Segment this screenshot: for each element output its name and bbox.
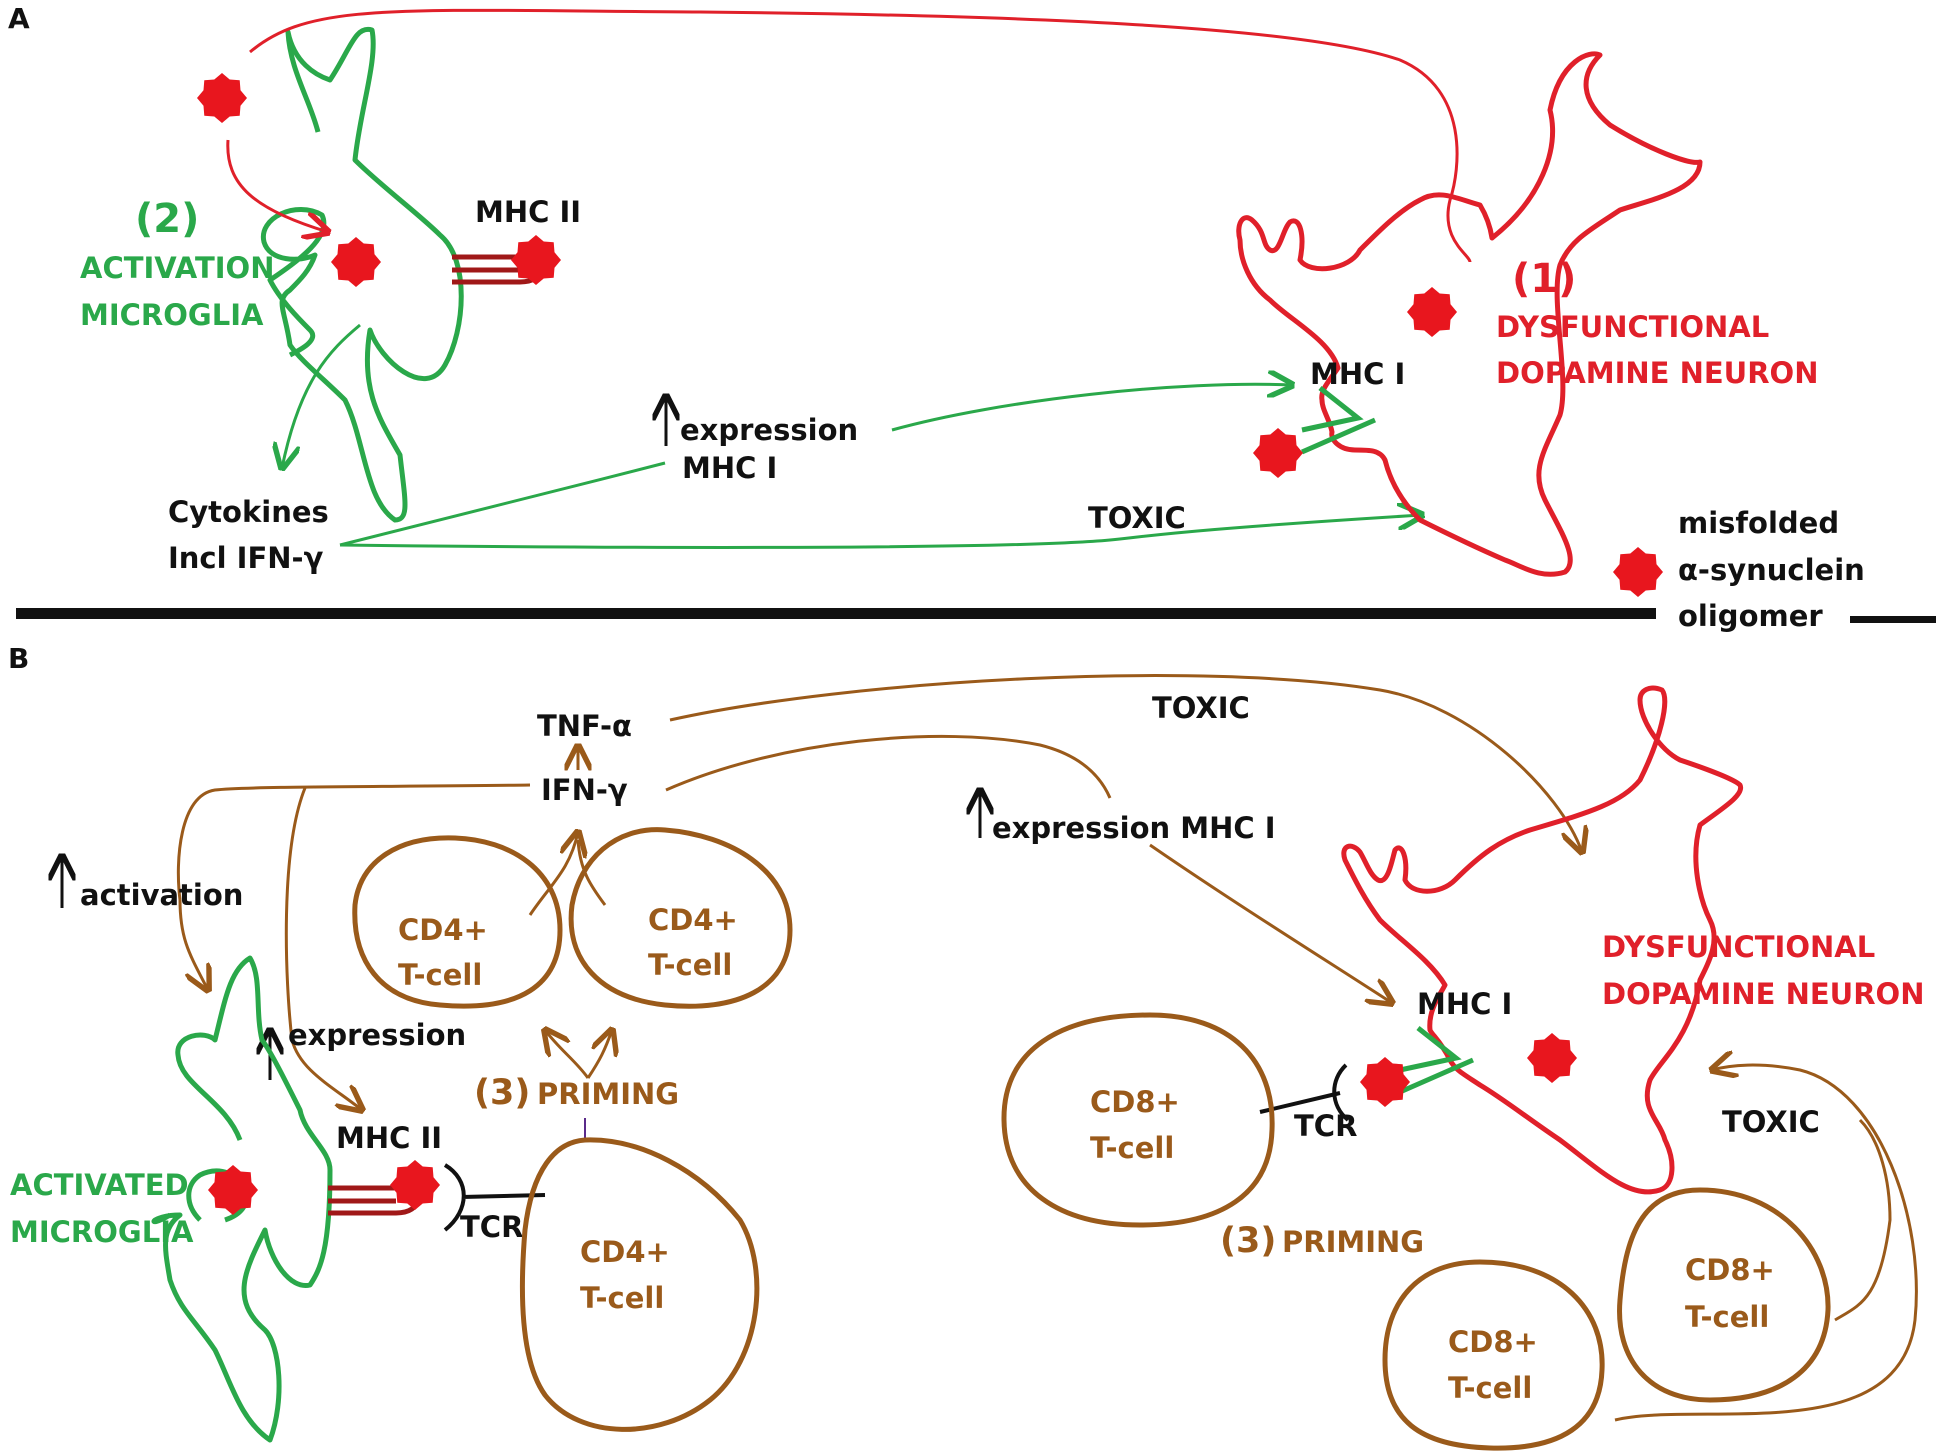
microglia-outline-a — [260, 26, 464, 523]
legend-star-icon — [1613, 547, 1663, 597]
cd4-cell-a-line2: T-cell — [398, 958, 482, 992]
alpha-synuclein-free-a — [197, 73, 247, 123]
cd8-toxic-loop-inner-b — [1834, 1118, 1892, 1322]
cd4-cell-c-outline — [519, 1137, 760, 1432]
tcr-left-label-b: TCR — [460, 1210, 523, 1244]
mhc1-receptor-a — [1300, 386, 1377, 455]
dopamine-neuron-outline-b — [1341, 685, 1744, 1195]
mhc1-label-a: MHC I — [1310, 357, 1405, 391]
dopamine-neuron-outline-a — [1236, 51, 1703, 577]
expression-to-mhc1-arrow-a — [891, 384, 1292, 432]
alpha-synuclein-on-mhc2-b — [390, 1160, 440, 1210]
priming-left-label-b: PRIMING — [537, 1077, 679, 1111]
ifn-to-microglia-line-b — [176, 783, 531, 901]
legend-line1: misfolded — [1678, 506, 1839, 540]
cd4-cell-b-line2: T-cell — [648, 948, 732, 982]
toxic-top-label-b: TOXIC — [1152, 691, 1250, 725]
ifn-expression-arrow-b — [665, 734, 1112, 799]
toxic-right-label-b: TOXIC — [1722, 1105, 1820, 1139]
toxic-arrow-a — [339, 515, 1422, 549]
cd8-cell-b-outline — [1617, 1187, 1831, 1403]
priming-left-number-b: (3) — [474, 1073, 530, 1113]
cd8-cell-c-outline — [1382, 1259, 1605, 1451]
legend: misfolded α-synuclein oligomer — [1613, 506, 1865, 633]
cytokine-release-arrow-a — [282, 323, 361, 468]
alpha-synuclein-inside-microglia-a — [331, 237, 381, 287]
expression-to-mhc1-arrow-b — [1149, 843, 1392, 1003]
alpha-synuclein-inside-microglia-b — [208, 1165, 258, 1215]
cytokines-to-expression-arrow-a — [339, 461, 666, 547]
cd4-secretion-arrows-b — [528, 832, 578, 916]
priming-right-label-b: PRIMING — [1282, 1225, 1424, 1259]
alpha-synuclein-on-mhc1-b — [1360, 1057, 1410, 1107]
expression-label-b: expression — [288, 1018, 466, 1052]
alpha-synuclein-on-mhc2-a — [511, 235, 561, 285]
cd8-toxic-loop-arrow-b — [1614, 1065, 1918, 1422]
neuron-line1-a: DYSFUNCTIONAL — [1496, 310, 1769, 344]
activation-label-b: activation — [80, 878, 243, 912]
priming-arrow-left-b — [545, 1030, 590, 1079]
activated-microglia-line2-b: MICROGLIA — [10, 1215, 194, 1249]
step1-number-a: (1) — [1512, 256, 1576, 302]
activation-microglia-line1-a: ACTIVATION — [80, 251, 274, 285]
uptake-arrow-a — [226, 139, 328, 232]
alpha-synuclein-released-neuron-b — [1527, 1033, 1577, 1083]
activated-microglia-line1-b: ACTIVATED — [10, 1168, 189, 1202]
cd8-cell-a-line1: CD8+ — [1090, 1085, 1180, 1119]
panel-b: B TNF-α IFN-γ TOXIC expression MHC I act… — [8, 642, 1924, 1451]
cd8-cell-c-line1: CD8+ — [1448, 1325, 1538, 1359]
cd4-cell-b-line1: CD4+ — [648, 903, 738, 937]
expression-mhc1-label-a: MHC I — [682, 451, 777, 485]
panel-divider-left — [16, 608, 1656, 619]
cd4-cell-a-outline — [352, 835, 563, 1009]
panel-a-label: A — [8, 2, 30, 35]
step2-number-a: (2) — [135, 196, 199, 242]
cytokines-line1-a: Cytokines — [168, 495, 329, 529]
panel-b-label: B — [8, 642, 29, 675]
legend-line2: α-synuclein — [1678, 553, 1865, 587]
cd8-cell-a-line2: T-cell — [1090, 1131, 1174, 1165]
priming-arrow-right-b — [586, 1030, 612, 1079]
mhc2-label-b: MHC II — [336, 1121, 442, 1155]
activation-microglia-line2-a: MICROGLIA — [80, 298, 264, 332]
expression-label-a: expression — [680, 413, 858, 447]
activation-arrow-b — [178, 899, 208, 990]
toxic-label-a: TOXIC — [1088, 501, 1186, 535]
tnf-label-b: TNF-α — [537, 709, 632, 743]
tnf-toxic-arrow-b — [669, 674, 1582, 852]
priming-right-number-b: (3) — [1220, 1221, 1276, 1261]
mhc2-label-a: MHC II — [475, 195, 581, 229]
neuron-line1-b: DYSFUNCTIONAL — [1602, 930, 1875, 964]
alpha-synuclein-released-neuron-a — [1407, 287, 1457, 337]
mhc1-label-b: MHC I — [1417, 987, 1512, 1021]
tcr-right-label-b: TCR — [1294, 1109, 1357, 1143]
cd4-secretion-arrows-b2 — [576, 839, 607, 906]
cd4-cell-a-line1: CD4+ — [398, 913, 488, 947]
expression-mhc1-label-b: expression MHC I — [992, 811, 1276, 845]
cd4-cell-c-line2: T-cell — [580, 1281, 664, 1315]
neuron-line2-a: DOPAMINE NEURON — [1496, 356, 1818, 390]
legend-line3: oligomer — [1678, 599, 1823, 633]
cd8-cell-a-outline — [1001, 1012, 1275, 1228]
cd8-cell-b-line2: T-cell — [1685, 1300, 1769, 1334]
alpha-synuclein-on-mhc1-a — [1253, 428, 1303, 478]
panel-divider-right — [1850, 616, 1936, 623]
cytokines-line2-a: Incl IFN-γ — [168, 541, 324, 575]
mhc1-receptor-b — [1398, 1026, 1475, 1095]
neuron-line2-b: DOPAMINE NEURON — [1602, 977, 1924, 1011]
ifn-label-b: IFN-γ — [541, 773, 628, 807]
cd8-cell-c-line2: T-cell — [1448, 1371, 1532, 1405]
cd4-cell-c-line1: CD4+ — [580, 1235, 670, 1269]
cd8-cell-b-line1: CD8+ — [1685, 1253, 1775, 1287]
panel-a: A MHC II (2) ACTIVATION MICROGLIA Cytoki… — [8, 2, 1936, 633]
expression-arrow-b — [284, 787, 362, 1110]
